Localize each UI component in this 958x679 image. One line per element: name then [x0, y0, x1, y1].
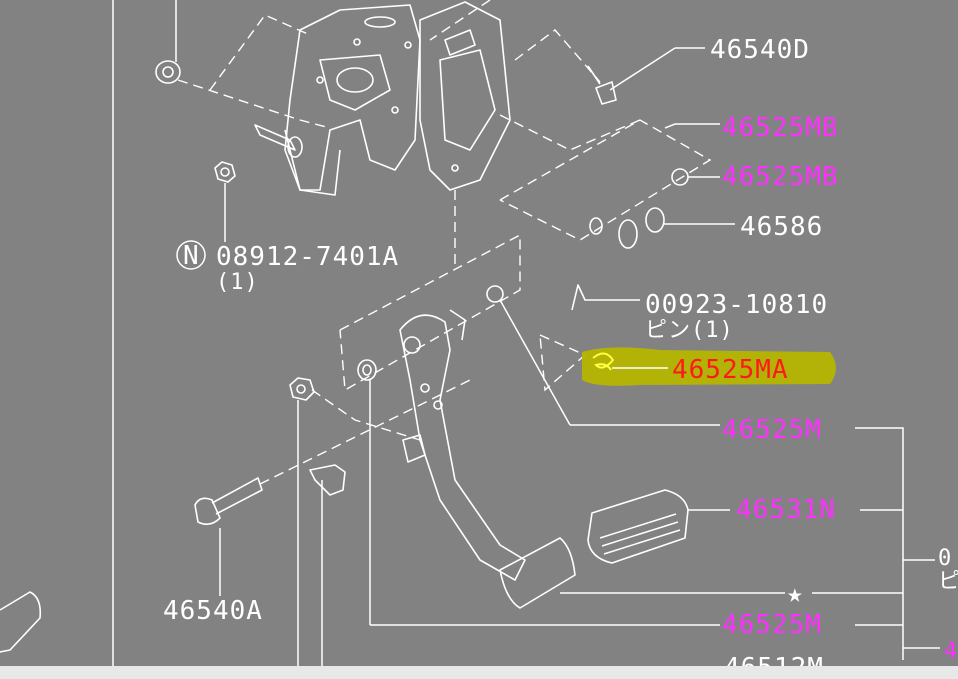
- label-46525MA[interactable]: 46525MA: [672, 355, 789, 385]
- label-00923-sub: ピン(1): [645, 318, 734, 343]
- partial-label-right-2: ピ: [938, 569, 958, 594]
- n-circle-icon: [176, 240, 206, 270]
- label-46525MB-2[interactable]: 46525MB: [722, 162, 839, 192]
- star-icon: ★: [787, 579, 804, 609]
- clip-46525MB[interactable]: [671, 168, 720, 186]
- label-46540A[interactable]: 46540A: [163, 596, 263, 626]
- label-00923-10810[interactable]: 00923-10810: [645, 290, 828, 320]
- partial-label-right-3: 4: [944, 639, 958, 664]
- label-46525M-2[interactable]: 46525M: [722, 610, 822, 640]
- label-46525M-1[interactable]: 46525M: [722, 415, 822, 445]
- pedal-pad-rubber-46531N[interactable]: [587, 489, 730, 564]
- pedal-bracket[interactable]: [284, 1, 511, 196]
- label-46586[interactable]: 46586: [740, 212, 823, 242]
- bushing-46525M[interactable]: [357, 359, 720, 626]
- bolt-46540D[interactable]: [587, 47, 705, 105]
- clip-46525MA[interactable]: [592, 352, 668, 371]
- n-circle-letter: N: [183, 241, 200, 271]
- bolt-46540A[interactable]: [194, 477, 263, 596]
- label-08912-qty: (1): [216, 270, 259, 295]
- label-46525MB-1[interactable]: 46525MB: [722, 113, 839, 143]
- pin-00923[interactable]: [486, 284, 640, 311]
- nut-08912[interactable]: [214, 161, 236, 242]
- partial-part-bottom-left: [0, 591, 42, 653]
- pedal-pad[interactable]: [499, 537, 576, 609]
- bolt-mid[interactable]: [254, 124, 303, 158]
- label-46531N[interactable]: 46531N: [736, 495, 836, 525]
- label-46540D[interactable]: 46540D: [710, 35, 810, 65]
- highlight-46525MA: [582, 347, 836, 386]
- label-08912-7401A[interactable]: 08912-7401A: [216, 242, 399, 272]
- bottom-scrollbar-strip: [0, 666, 958, 679]
- clutch-pedal-arm[interactable]: [399, 309, 526, 581]
- partial-label-right-1: 0: [938, 546, 952, 571]
- washer-top-left[interactable]: [155, 0, 181, 84]
- spring-46586[interactable]: [589, 207, 735, 249]
- nut-left[interactable]: [289, 377, 315, 666]
- stopper[interactable]: [309, 464, 346, 666]
